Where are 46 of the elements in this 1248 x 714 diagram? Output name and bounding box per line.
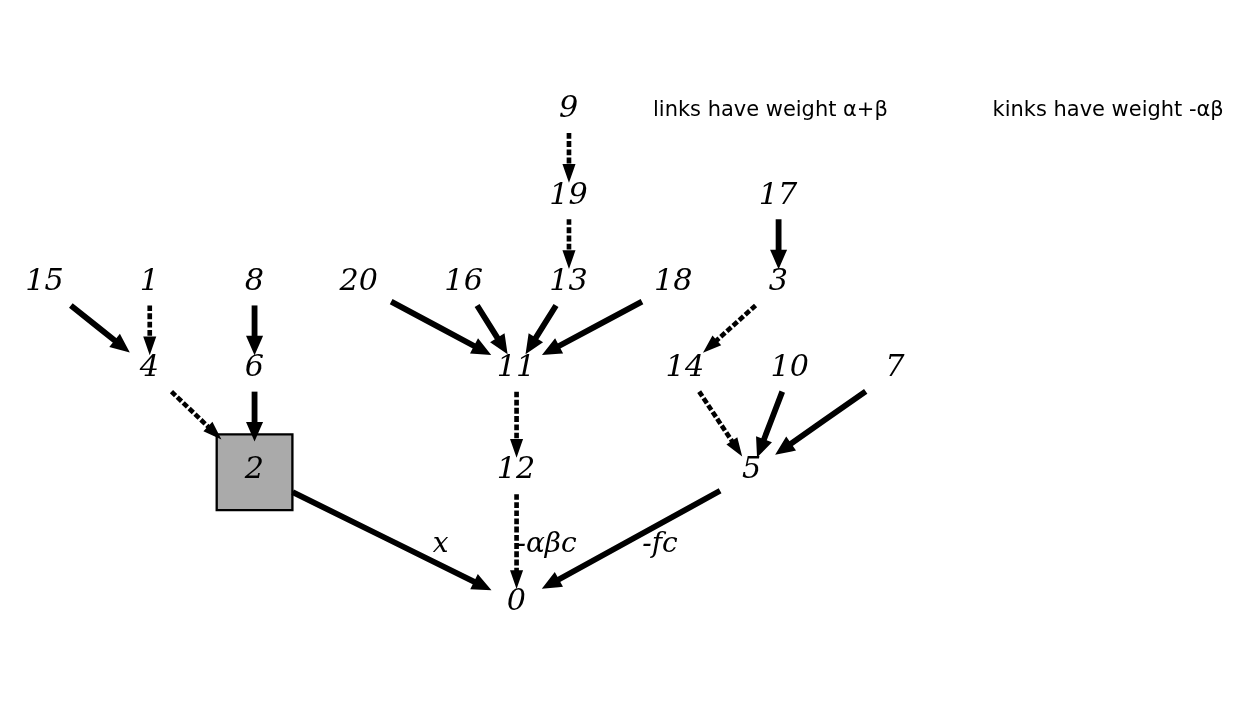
arrow	[169, 389, 222, 439]
node-text: 16	[444, 261, 483, 297]
node-text: 1	[139, 261, 160, 297]
node-text: 9	[559, 88, 579, 124]
arrow	[246, 391, 264, 441]
arrow	[697, 389, 743, 457]
node-text: 3	[768, 261, 788, 297]
node-text: 6	[244, 347, 264, 383]
arrow	[756, 390, 785, 457]
node-text: 7	[885, 347, 905, 383]
arrow	[702, 303, 758, 353]
node-text: 4	[139, 347, 160, 383]
arrow	[510, 391, 524, 458]
arrow	[69, 302, 130, 353]
arrow	[775, 388, 868, 455]
node-text: 0	[506, 581, 526, 617]
label: links have weight α+β	[653, 96, 888, 121]
node-text: 11	[496, 347, 536, 383]
node-text: 19	[549, 175, 588, 211]
arrow	[510, 493, 524, 589]
node-text: 17	[758, 175, 798, 211]
node-box: 2	[215, 432, 294, 511]
edge-label: -αβc	[516, 525, 577, 559]
node-text: 15	[25, 261, 64, 297]
arrow	[562, 132, 576, 183]
node-text: 12	[496, 449, 536, 485]
node-text: 13	[549, 261, 588, 297]
arrow	[525, 303, 559, 354]
edge-label: -fc	[642, 525, 678, 559]
edge-label: x	[432, 525, 449, 559]
node-text: 5	[741, 449, 762, 485]
arrow	[541, 487, 722, 589]
node-text: 20	[339, 261, 379, 297]
arrow	[562, 218, 576, 269]
node-text: 18	[653, 261, 693, 297]
arrow	[770, 218, 788, 269]
node-text: 8	[244, 261, 264, 297]
arrow	[389, 298, 492, 355]
arrow	[474, 303, 508, 354]
arrow	[541, 298, 644, 355]
arrow	[291, 489, 492, 590]
arrow	[143, 304, 157, 355]
node-text: 14	[665, 347, 705, 383]
node-text: 10	[770, 347, 809, 383]
arrow	[246, 304, 264, 355]
label: kinks have weight -αβ	[992, 96, 1224, 121]
